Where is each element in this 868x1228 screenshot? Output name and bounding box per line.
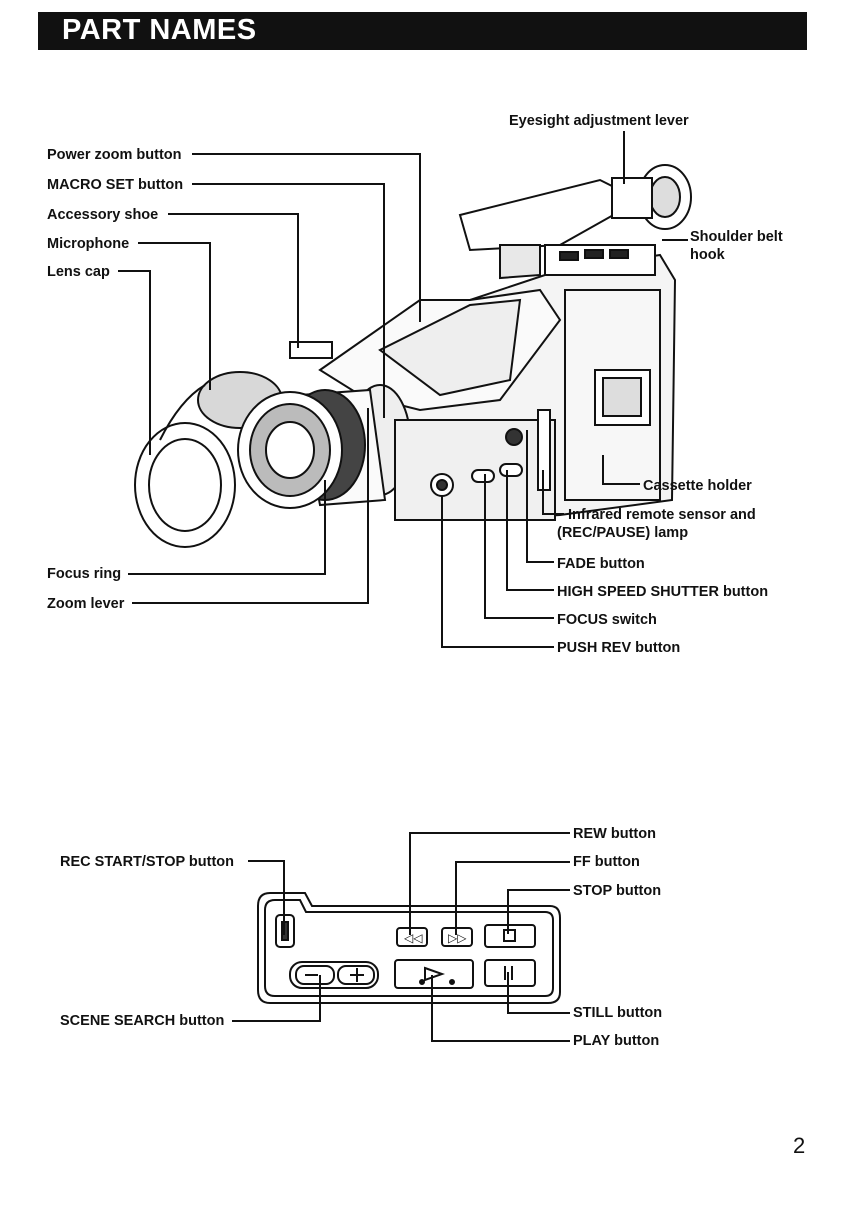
label-macro-set-button: MACRO SET button	[47, 177, 184, 193]
label-shoulder-belt-line1: Shoulder belt	[690, 229, 783, 245]
label-accessory-shoe: Accessory shoe	[47, 207, 159, 223]
camcorder-illustration	[134, 164, 692, 548]
label-play-button: PLAY button	[573, 1033, 660, 1049]
title-bar: PART NAMES	[38, 12, 807, 50]
label-focus-ring: Focus ring	[47, 566, 122, 582]
svg-text:◁◁: ◁◁	[403, 931, 422, 945]
label-zoom-lever: Zoom lever	[47, 596, 125, 612]
label-rew-button: REW button	[573, 826, 656, 842]
label-fade-button: FADE button	[557, 556, 645, 572]
page-number: 2	[793, 1133, 806, 1158]
control-panel-illustration: ◁◁ ▷▷	[257, 892, 561, 1004]
label-infrared-line2: (REC/PAUSE) lamp	[557, 525, 689, 541]
page-title: PART NAMES	[62, 14, 257, 46]
label-still-button: STILL button	[573, 1005, 663, 1021]
label-infrared-line1: Infrared remote sensor and	[568, 507, 756, 523]
label-cassette-holder: Cassette holder	[643, 478, 752, 494]
label-push-rev-button: PUSH REV button	[557, 640, 681, 656]
label-lens-cap: Lens cap	[47, 264, 110, 280]
label-stop-button: STOP button	[573, 883, 662, 899]
label-ff-button: FF button	[573, 854, 640, 870]
label-scene-search-button: SCENE SEARCH button	[60, 1013, 225, 1029]
label-power-zoom-button: Power zoom button	[47, 147, 182, 163]
label-focus-switch: FOCUS switch	[557, 612, 657, 628]
label-microphone: Microphone	[47, 236, 130, 252]
leader-lines	[118, 131, 688, 648]
label-rec-start-stop-button: REC START/STOP button	[60, 854, 234, 870]
svg-text:▷▷: ▷▷	[448, 931, 467, 945]
panel-leader-lines	[232, 832, 570, 1042]
label-shoulder-belt-line2: hook	[690, 247, 725, 263]
label-high-speed-shutter-button: HIGH SPEED SHUTTER button	[557, 584, 769, 600]
label-eyesight-adjustment-lever: Eyesight adjustment lever	[509, 113, 689, 129]
